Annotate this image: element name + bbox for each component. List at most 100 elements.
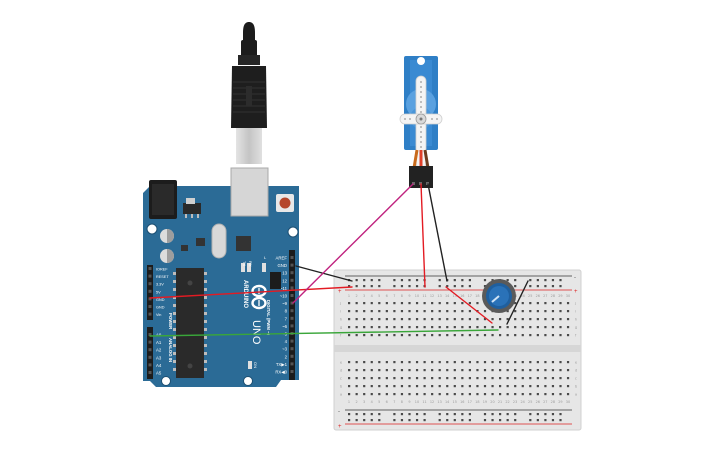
terminal-hole[interactable] [476, 361, 479, 364]
terminal-hole[interactable] [378, 302, 381, 305]
rail-hole[interactable] [415, 285, 419, 288]
terminal-hole[interactable] [446, 310, 449, 313]
terminal-hole[interactable] [529, 369, 532, 372]
rail-hole[interactable] [536, 279, 539, 282]
terminal-hole[interactable] [468, 385, 471, 388]
terminal-hole[interactable] [446, 302, 449, 305]
terminal-hole[interactable] [385, 393, 388, 396]
terminal-hole[interactable] [566, 302, 570, 305]
terminal-hole[interactable] [400, 393, 404, 396]
rail-hole[interactable] [551, 419, 555, 422]
terminal-hole[interactable] [453, 385, 456, 388]
rail-hole[interactable] [415, 279, 419, 282]
terminal-hole[interactable] [476, 326, 479, 329]
terminal-hole[interactable] [551, 369, 555, 372]
terminal-hole[interactable] [438, 334, 441, 337]
terminal-hole[interactable] [559, 361, 562, 364]
rail-hole[interactable] [468, 413, 471, 416]
terminal-hole[interactable] [393, 377, 396, 380]
rail-hole[interactable] [378, 279, 381, 282]
rail-hole[interactable] [483, 413, 487, 416]
terminal-hole[interactable] [453, 334, 456, 337]
terminal-hole[interactable] [400, 385, 404, 388]
terminal-hole[interactable] [468, 369, 471, 372]
wire-gnd[interactable] [295, 265, 353, 282]
rail-hole[interactable] [461, 413, 464, 416]
terminal-hole[interactable] [438, 326, 441, 329]
terminal-hole[interactable] [506, 393, 509, 396]
terminal-hole[interactable] [446, 318, 449, 321]
terminal-hole[interactable] [499, 393, 502, 396]
rail-hole[interactable] [491, 419, 494, 422]
rail-hole[interactable] [363, 413, 366, 416]
rail-hole[interactable] [529, 285, 532, 288]
terminal-hole[interactable] [521, 385, 524, 388]
terminal-hole[interactable] [393, 310, 396, 313]
terminal-hole[interactable] [400, 377, 404, 380]
terminal-hole[interactable] [355, 393, 358, 396]
terminal-hole[interactable] [506, 369, 509, 372]
terminal-hole[interactable] [415, 393, 419, 396]
terminal-hole[interactable] [393, 318, 396, 321]
terminal-hole[interactable] [461, 369, 464, 372]
terminal-hole[interactable] [400, 326, 404, 329]
rail-hole[interactable] [536, 419, 539, 422]
terminal-hole[interactable] [506, 326, 509, 329]
terminal-hole[interactable] [499, 385, 502, 388]
rail-hole[interactable] [370, 419, 373, 422]
rail-hole[interactable] [393, 413, 396, 416]
terminal-hole[interactable] [468, 377, 471, 380]
terminal-hole[interactable] [529, 302, 532, 305]
terminal-hole[interactable] [551, 310, 555, 313]
rail-hole[interactable] [559, 279, 562, 282]
terminal-hole[interactable] [363, 310, 366, 313]
digital-pin-socket[interactable] [290, 278, 294, 282]
terminal-hole[interactable] [536, 393, 539, 396]
rail-hole[interactable] [559, 413, 562, 416]
terminal-hole[interactable] [536, 385, 539, 388]
terminal-hole[interactable] [476, 377, 479, 380]
terminal-hole[interactable] [446, 385, 449, 388]
terminal-hole[interactable] [423, 326, 426, 329]
terminal-hole[interactable] [415, 334, 419, 337]
micro-servo-icon[interactable] [399, 56, 443, 188]
rail-hole[interactable] [393, 285, 396, 288]
terminal-hole[interactable] [446, 393, 449, 396]
terminal-hole[interactable] [415, 361, 419, 364]
terminal-hole[interactable] [370, 334, 373, 337]
terminal-hole[interactable] [461, 393, 464, 396]
terminal-hole[interactable] [514, 318, 517, 321]
terminal-hole[interactable] [521, 361, 524, 364]
terminal-hole[interactable] [355, 377, 358, 380]
terminal-hole[interactable] [536, 361, 539, 364]
terminal-hole[interactable] [551, 385, 555, 388]
terminal-hole[interactable] [370, 361, 373, 364]
rail-hole[interactable] [514, 419, 517, 422]
terminal-hole[interactable] [468, 302, 471, 305]
rail-hole[interactable] [446, 419, 449, 422]
terminal-hole[interactable] [559, 310, 562, 313]
analog-pin-socket[interactable] [148, 348, 152, 352]
terminal-hole[interactable] [499, 318, 502, 321]
terminal-hole[interactable] [566, 318, 570, 321]
terminal-hole[interactable] [491, 385, 494, 388]
terminal-hole[interactable] [551, 393, 555, 396]
rail-hole[interactable] [491, 279, 494, 282]
terminal-hole[interactable] [514, 334, 517, 337]
terminal-hole[interactable] [363, 334, 366, 337]
terminal-hole[interactable] [536, 318, 539, 321]
terminal-hole[interactable] [461, 385, 464, 388]
terminal-hole[interactable] [514, 326, 517, 329]
power-pin-socket[interactable] [148, 274, 152, 278]
rail-hole[interactable] [461, 419, 464, 422]
terminal-hole[interactable] [499, 361, 502, 364]
terminal-hole[interactable] [514, 369, 517, 372]
terminal-hole[interactable] [536, 302, 539, 305]
terminal-hole[interactable] [521, 369, 524, 372]
terminal-hole[interactable] [536, 310, 539, 313]
terminal-hole[interactable] [363, 326, 366, 329]
rail-hole[interactable] [483, 279, 487, 282]
terminal-hole[interactable] [536, 334, 539, 337]
terminal-hole[interactable] [506, 385, 509, 388]
terminal-hole[interactable] [393, 385, 396, 388]
